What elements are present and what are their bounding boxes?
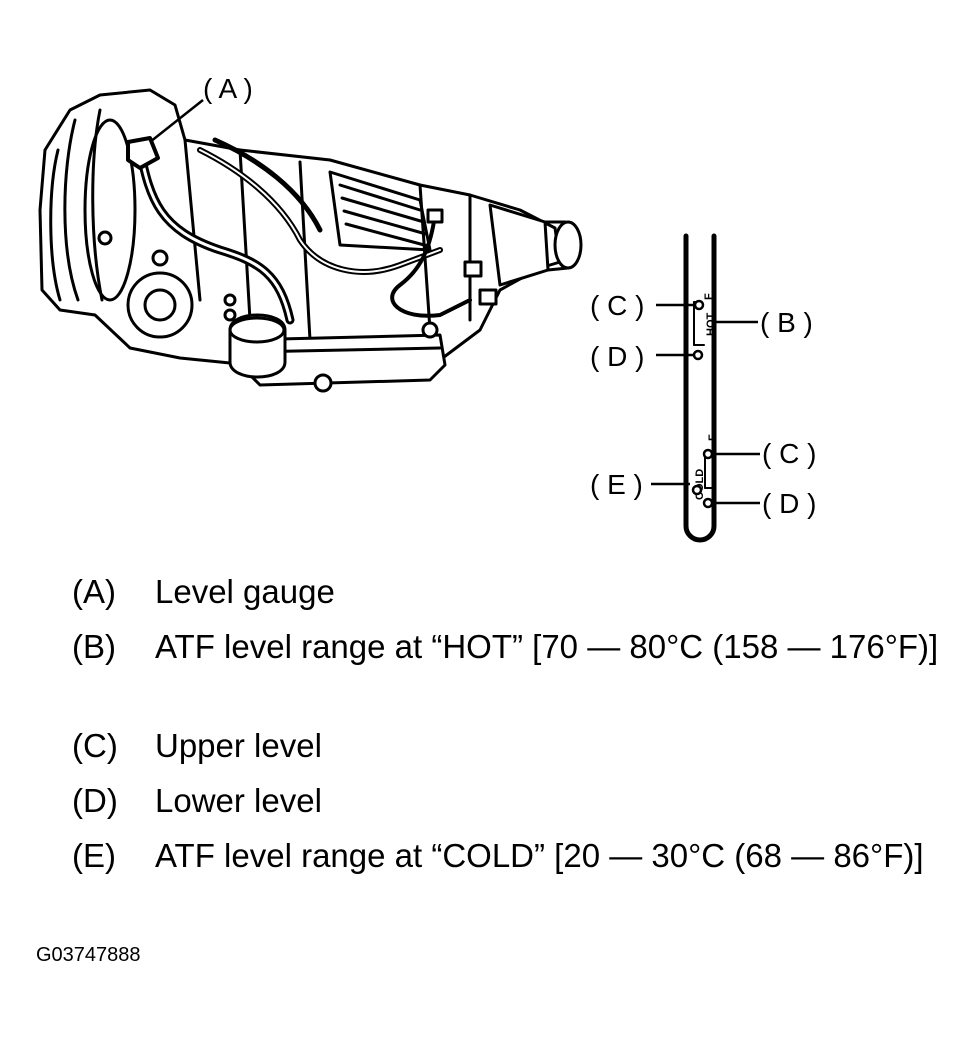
legend-text: Lower level bbox=[155, 782, 322, 819]
dipstick-callout-labels: ( C ) ( B ) ( D ) ( C ) ( E ) ( D ) bbox=[590, 290, 816, 519]
cold-upper-dot bbox=[702, 448, 714, 460]
cold-range-dot bbox=[691, 484, 703, 496]
legend-text: Upper level bbox=[155, 727, 322, 764]
legend-key: (A) bbox=[72, 573, 116, 610]
cold-upper-callout: ( C ) bbox=[762, 438, 816, 469]
gauge-callout-label: ( A ) bbox=[203, 73, 253, 104]
cold-range-callout: ( E ) bbox=[590, 469, 643, 500]
hot-mark: HOT bbox=[705, 313, 717, 337]
figure-id: G03747888 bbox=[36, 944, 141, 966]
hot-range-callout: ( B ) bbox=[760, 307, 813, 338]
legend-key: (D) bbox=[72, 782, 118, 819]
cold-lower-callout: ( D ) bbox=[762, 488, 816, 519]
hot-upper-dot bbox=[693, 299, 705, 311]
cold-lower-dot bbox=[702, 497, 714, 509]
cold-full-mark: F bbox=[707, 434, 719, 441]
legend-key: (B) bbox=[72, 628, 116, 665]
hot-full-mark: F bbox=[703, 293, 715, 300]
hot-upper-callout: ( C ) bbox=[590, 290, 644, 321]
cold-mark: COLD bbox=[694, 469, 706, 500]
hot-lower-callout: ( D ) bbox=[590, 341, 644, 372]
hot-lower-dot bbox=[692, 349, 704, 361]
legend-text: ATF level range at “COLD” [20 — 30°C (68… bbox=[155, 837, 924, 874]
legend-text: ATF level range at “HOT” [70 — 80°C (158… bbox=[155, 628, 939, 665]
legend-key: (E) bbox=[72, 837, 116, 874]
gauge-callout: ( A ) bbox=[149, 73, 253, 143]
dipstick-callouts bbox=[651, 299, 760, 509]
legend-text: Level gauge bbox=[155, 573, 335, 610]
legend-key: (C) bbox=[72, 727, 118, 764]
transmission-illustration bbox=[38, 88, 583, 393]
